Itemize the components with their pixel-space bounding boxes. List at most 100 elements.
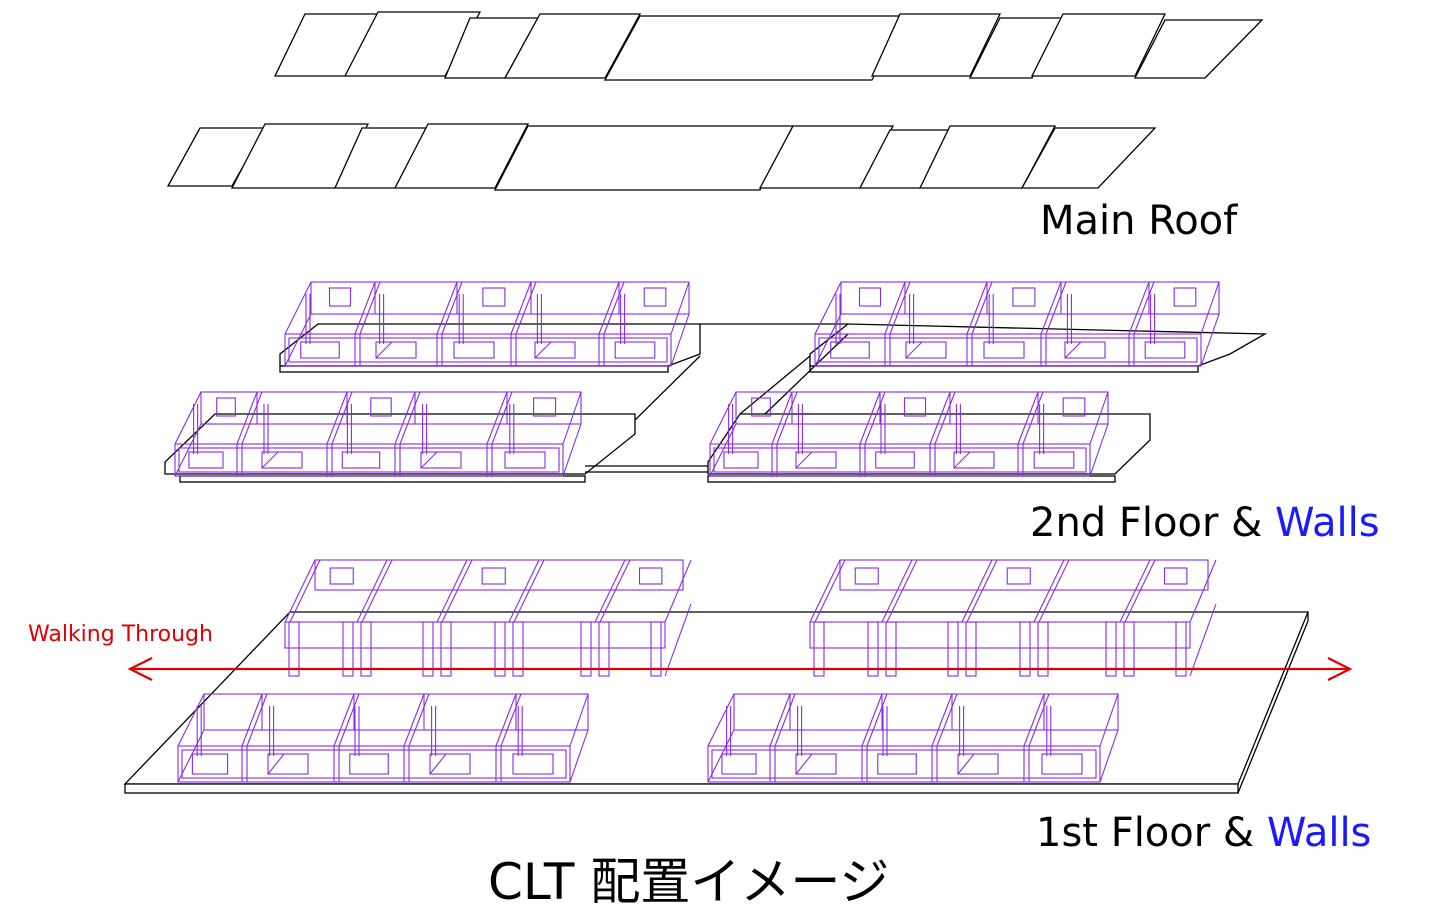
window [1064, 341, 1106, 359]
back-window [751, 397, 771, 417]
roof-panel [1020, 127, 1157, 189]
side-wall [670, 281, 690, 335]
roof-panel [343, 11, 482, 77]
roof-panel [870, 13, 1002, 77]
side-wall [664, 603, 692, 677]
partition-wall [1045, 281, 1067, 335]
partition-wall [354, 281, 376, 335]
roof-panel [918, 125, 1057, 189]
window-frame [795, 753, 813, 775]
partition-wall [284, 559, 316, 623]
partition-wall [1038, 559, 1070, 623]
roof-panel [393, 123, 530, 189]
partition-wall [864, 391, 886, 445]
window [875, 451, 915, 469]
window [1033, 451, 1075, 469]
door-jamb [1123, 621, 1135, 677]
window [420, 451, 462, 469]
front-wall [809, 621, 1191, 649]
window [877, 753, 917, 775]
back-window [903, 397, 927, 417]
partition-wall [594, 559, 626, 623]
side-wall [1099, 729, 1119, 783]
second-floor-slabs [164, 323, 1268, 483]
partition-wall [403, 693, 425, 747]
door-jamb [1105, 621, 1117, 677]
window [267, 753, 309, 775]
side-wall [284, 313, 312, 367]
front-wall [814, 333, 1202, 367]
front-wall-inner [288, 337, 668, 363]
back-wall [200, 391, 582, 425]
door-jamb [598, 621, 610, 677]
ground-slab-edge [124, 783, 1239, 794]
window [188, 451, 224, 469]
first-floor-label-prefix: 1st Floor & [1036, 810, 1267, 856]
door-jamb [360, 621, 372, 677]
back-window [328, 287, 352, 307]
side-wall [1089, 423, 1109, 477]
roof-panel [1030, 13, 1167, 77]
door-jamb [342, 621, 354, 677]
walking-through-label: Walking Through [28, 622, 213, 647]
ground-slab [123, 611, 1309, 785]
main-roof-label: Main Roof [1040, 198, 1238, 244]
partition-wall [1133, 281, 1155, 335]
partition-wall [603, 281, 625, 335]
front-wall [284, 333, 672, 367]
partition-wall [1023, 693, 1045, 747]
door-jamb [867, 621, 879, 677]
back-window [370, 397, 392, 417]
window-frame [953, 451, 971, 469]
diagram-title: CLT 配置イメージ [488, 853, 890, 911]
partition-wall [246, 693, 268, 747]
roof-panel [503, 13, 642, 79]
partition-wall [771, 391, 793, 445]
partition-wall [500, 693, 522, 747]
partition-wall [495, 693, 517, 747]
window [349, 753, 389, 775]
side-wall [1200, 313, 1220, 367]
window-frame [795, 451, 813, 469]
back-wall [840, 281, 1220, 315]
window-frame [420, 451, 438, 469]
front-wall-inner [178, 447, 560, 473]
window [795, 451, 837, 469]
partition-wall [599, 559, 631, 623]
side-wall [1099, 693, 1119, 747]
partition-wall [971, 281, 993, 335]
back-window [854, 567, 879, 585]
partition-wall [515, 281, 537, 335]
back-window [643, 287, 667, 307]
door-jamb [580, 621, 592, 677]
partition-wall [513, 559, 545, 623]
back-window [858, 287, 882, 307]
side-wall [814, 313, 842, 367]
back-wall [310, 281, 690, 315]
partition-wall [289, 559, 321, 623]
partition-wall [436, 559, 468, 623]
partition-wall [1119, 559, 1151, 623]
window [795, 753, 837, 775]
first-floor-label: 1st Floor & Walls [1036, 810, 1371, 856]
partition-wall [966, 281, 988, 335]
partition-wall [776, 391, 798, 445]
front-wall-inner [711, 749, 1097, 779]
front-wall [174, 443, 564, 477]
side-wall [284, 281, 312, 335]
back-window [1062, 397, 1086, 417]
window [512, 753, 554, 775]
back-window [1173, 287, 1197, 307]
partition-wall [769, 693, 791, 747]
partition-wall [1022, 391, 1044, 445]
window [191, 753, 229, 775]
floor-slab-edge [279, 365, 669, 373]
partition-wall [598, 281, 620, 335]
partition-wall [241, 693, 263, 747]
roof-panel [493, 125, 795, 191]
door-jamb [947, 621, 959, 677]
floor-slab-edge [707, 475, 1116, 483]
window-frame [957, 753, 975, 775]
back-window [1163, 567, 1188, 585]
